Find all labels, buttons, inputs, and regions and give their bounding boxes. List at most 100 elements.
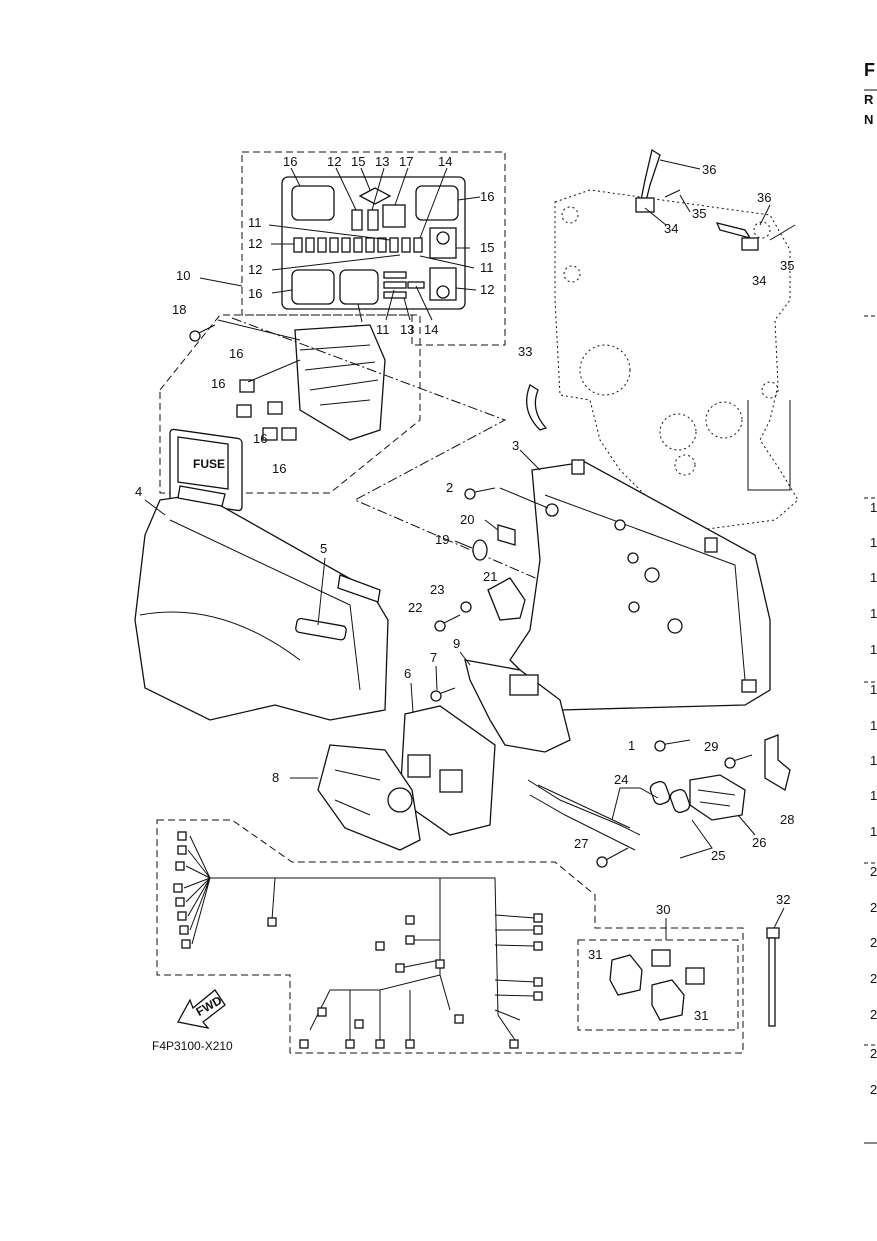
callout-20: 20 (460, 512, 474, 527)
callout-31: 31 (588, 947, 602, 962)
fuse-puller (358, 187, 392, 205)
screw-terminal (436, 231, 450, 245)
sub-cover-8: 8 (272, 744, 421, 851)
fuse-label-plate (177, 436, 229, 490)
callout-9: 9 (453, 636, 460, 651)
fuse-box-detail-group: 16 12 15 13 17 14 16 11 12 15 12 11 16 1… (176, 151, 506, 346)
callout-22: 22 (408, 600, 422, 615)
relay (281, 427, 297, 441)
mounting-panel-outline (554, 189, 799, 531)
callout-16: 16 (211, 376, 225, 391)
callout-6: 6 (404, 666, 411, 681)
starter-relay: 26 28 29 (689, 734, 794, 850)
fuse-socket (351, 209, 363, 231)
callout-26: 26 (752, 835, 766, 850)
callout-34: 34 (664, 221, 678, 236)
bracket-plate (509, 461, 771, 711)
callout-35: 35 (692, 206, 706, 221)
relay (236, 404, 252, 418)
fuse-socket-17 (382, 204, 406, 228)
callout-16: 16 (272, 461, 286, 476)
edge-number: 1 (870, 500, 877, 515)
small-hardware: 2 20 19 21 23 22 (408, 480, 549, 632)
callout-33: 33 (518, 344, 532, 359)
harness-connectors-center (299, 878, 464, 1049)
relay-bracket-28 (764, 734, 791, 792)
relay (267, 401, 283, 415)
edge-number: 2 (870, 900, 877, 915)
cable-tie-32: 32 (766, 892, 790, 1027)
sub-cover-body (317, 744, 421, 851)
callout-36: 36 (757, 190, 771, 205)
callout-5: 5 (320, 541, 327, 556)
edge-header-2: R (864, 92, 874, 107)
cover-body (134, 493, 389, 721)
callout-19: 19 (435, 532, 449, 547)
callout-34: 34 (752, 273, 766, 288)
edge-number: 1 (870, 718, 877, 733)
callout-8: 8 (272, 770, 279, 785)
fuse-row (293, 237, 423, 253)
connector-clip (177, 485, 226, 507)
callout-16: 16 (283, 154, 297, 169)
leader-lines (199, 167, 481, 323)
callout-24: 24 (614, 772, 628, 787)
collar-20 (497, 524, 516, 546)
relay-socket (291, 185, 335, 221)
ecu-connector (407, 754, 431, 778)
edge-number: 1 (870, 535, 877, 550)
callout-12: 12 (248, 262, 262, 277)
callout-21: 21 (483, 569, 497, 584)
harness-connectors-right (494, 913, 543, 1049)
relay-socket (291, 269, 335, 305)
callout-10: 10 (176, 268, 190, 283)
edge-number: 2 (870, 971, 877, 986)
callout-25: 25 (711, 848, 725, 863)
callout-17: 17 (399, 154, 413, 169)
callout-13: 13 (400, 322, 414, 337)
relay (262, 427, 278, 441)
callout-28: 28 (780, 812, 794, 827)
edge-number: 2 (870, 1046, 877, 1061)
reference-line (231, 317, 541, 581)
tie-band (639, 148, 661, 206)
relay-26 (689, 774, 746, 821)
diagram-code: F4P3100-X210 (152, 1039, 233, 1053)
fwd-arrow-icon (177, 989, 226, 1029)
edge-number: 2 (870, 1007, 877, 1022)
edge-number: 2 (870, 1082, 877, 1097)
callout-29: 29 (704, 739, 718, 754)
ecu-assembly: 6 7 9 1 (399, 636, 691, 836)
edge-number: 1 (870, 753, 877, 768)
connector-clip (337, 574, 381, 603)
relay-cap (651, 949, 671, 967)
callout-12: 12 (248, 236, 262, 251)
callout-16: 16 (480, 189, 494, 204)
screw-18 (189, 324, 216, 342)
grommet-19 (472, 539, 488, 561)
callout-13: 13 (375, 154, 389, 169)
main-bracket: 3 (509, 438, 771, 711)
relay-31 (609, 954, 643, 996)
callout-7: 7 (430, 650, 437, 665)
edge-number: 1 (870, 570, 877, 585)
edge-header-1: F (864, 60, 875, 80)
assembly-frame (159, 314, 421, 494)
callout-1: 1 (628, 738, 635, 753)
fuse-label: FUSE (193, 457, 225, 471)
clip-34 (635, 197, 655, 213)
edge-number: 1 (870, 606, 877, 621)
fwd-arrow: FWD (177, 989, 226, 1029)
damper-21 (487, 577, 526, 621)
relay-set-frame (577, 939, 739, 1031)
edge-number: 1 (870, 788, 877, 803)
edge-number: 2 (870, 864, 877, 879)
detail-frame (241, 151, 506, 346)
cable-tie-clips: 36 35 34 36 35 34 33 (518, 148, 796, 431)
fuse-box-assembly: FUSE 18 16 16 16 16 (159, 302, 421, 512)
label-area (295, 617, 347, 641)
edge-header-3: N (864, 112, 873, 127)
fuse-socket (367, 209, 379, 231)
relay-cap (685, 967, 705, 985)
